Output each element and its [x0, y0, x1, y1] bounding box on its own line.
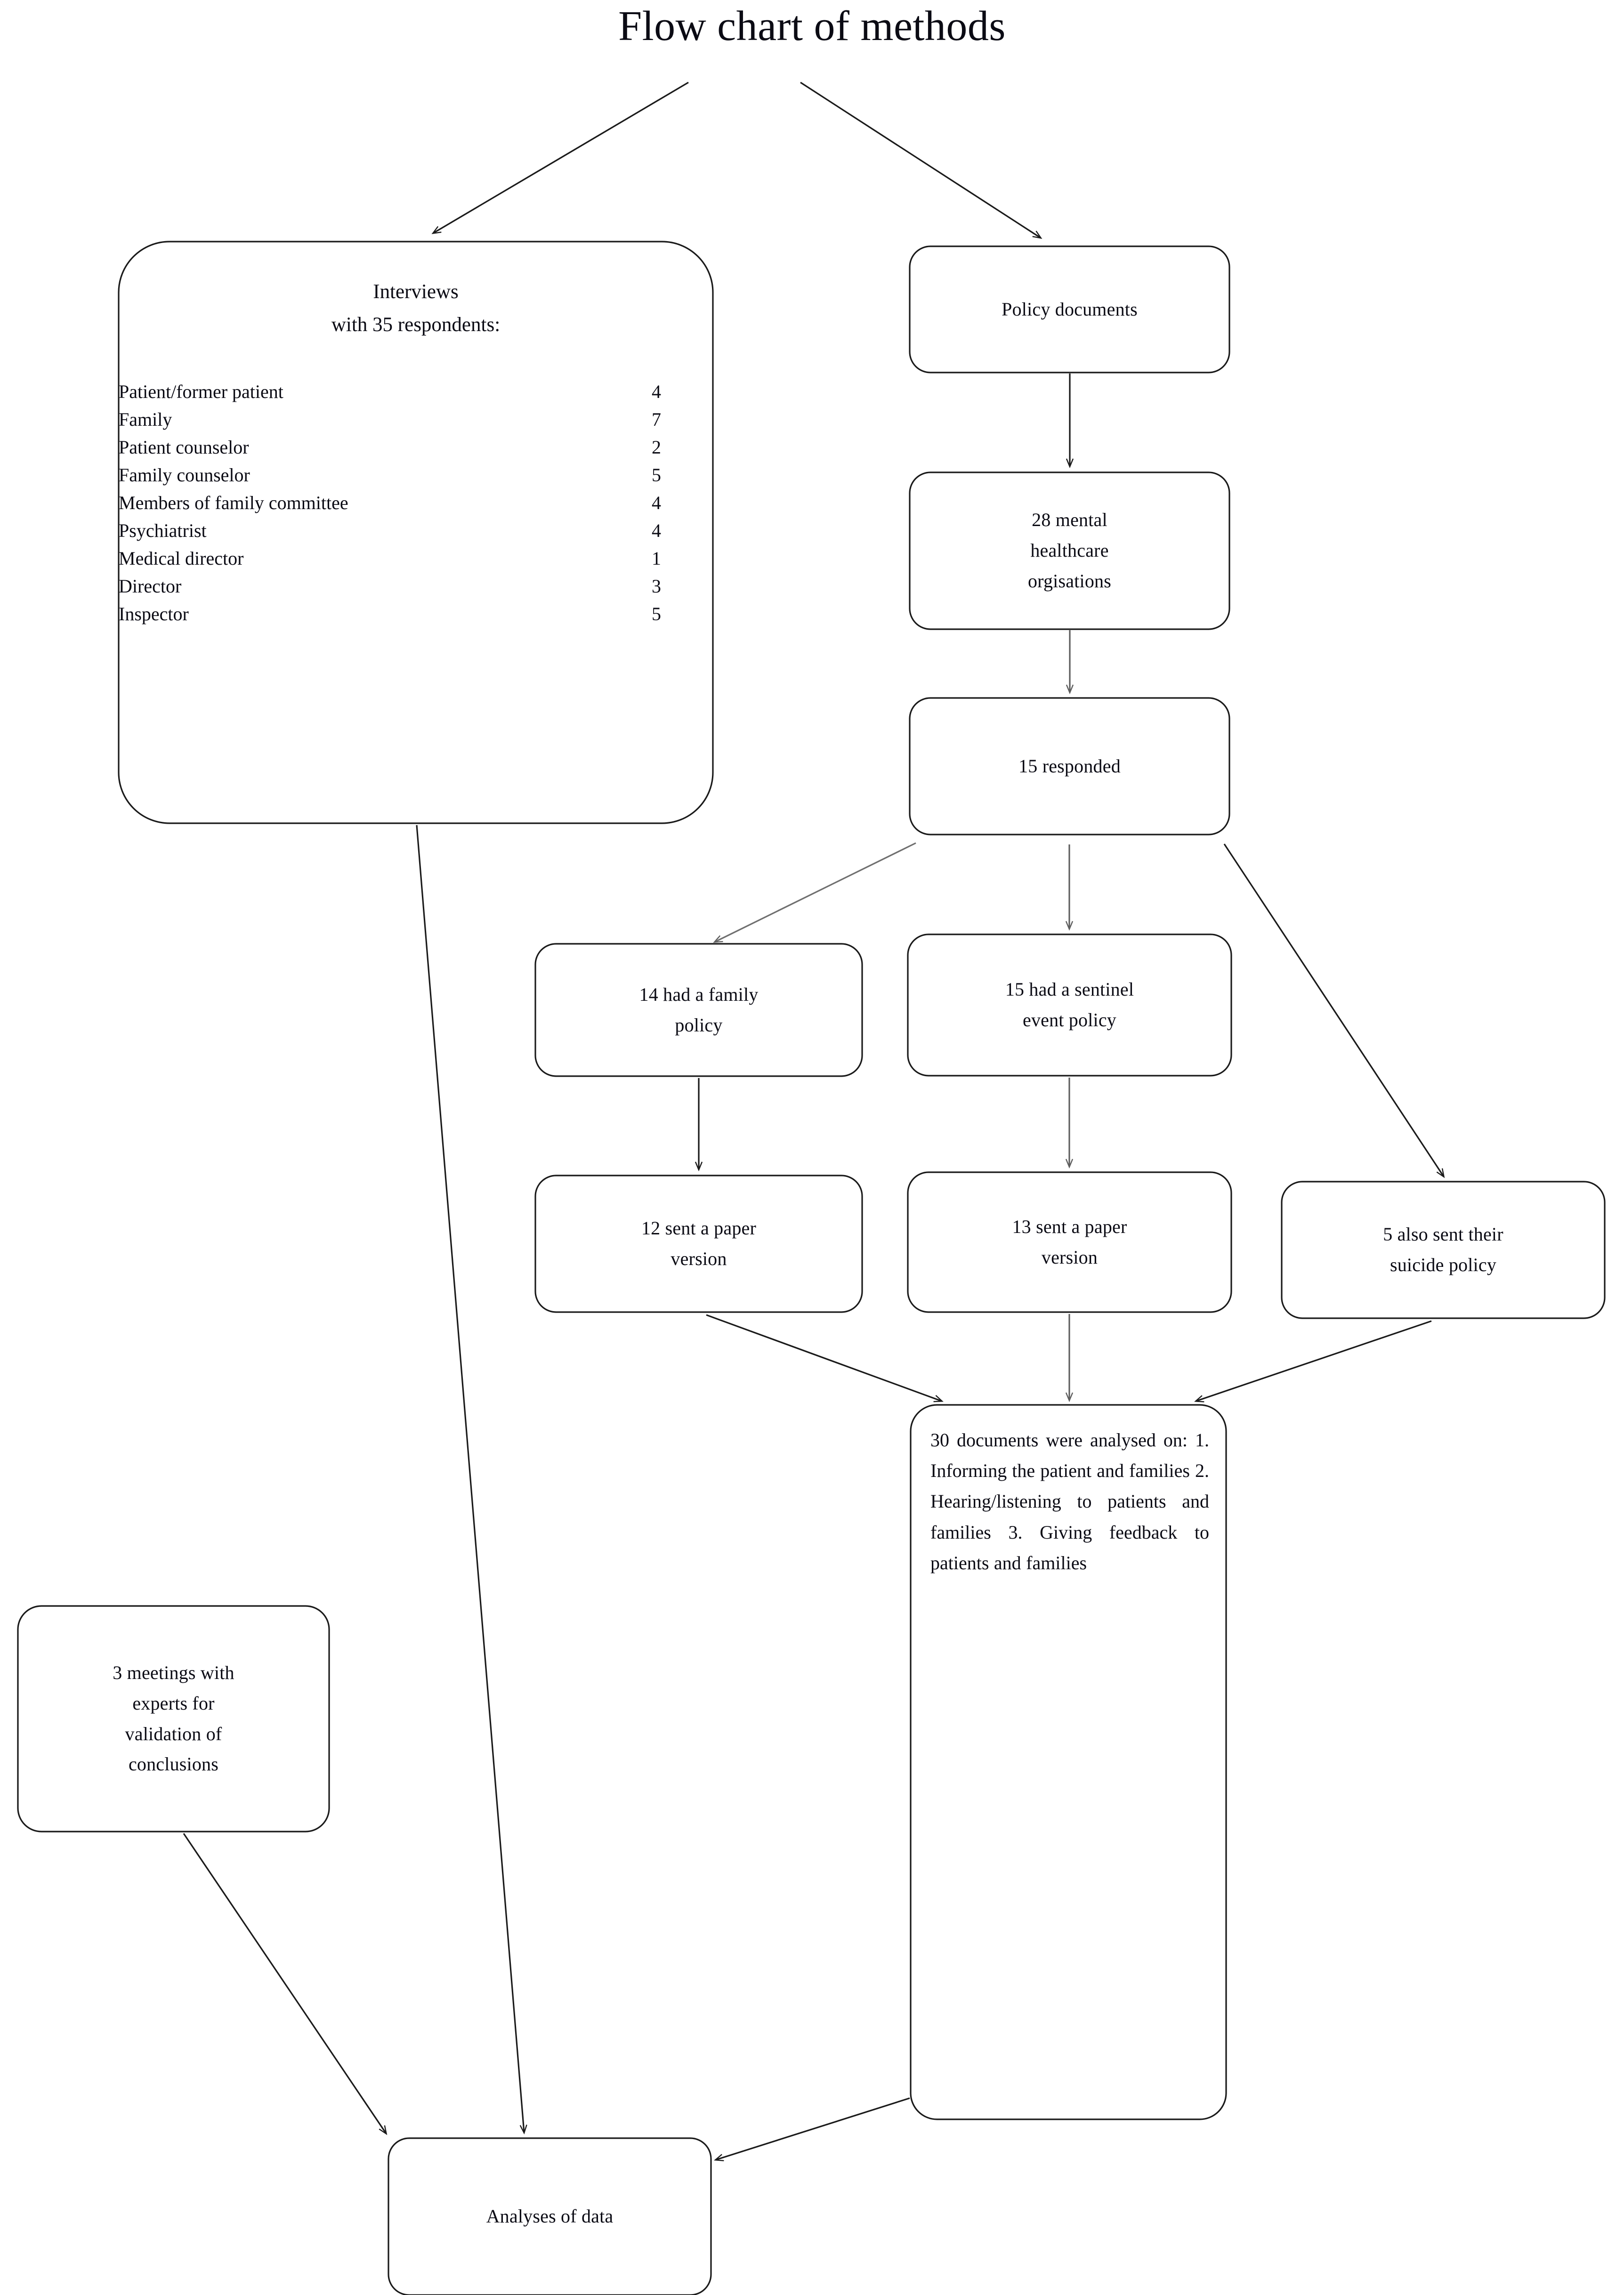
node-interviews[interactable]: Interviews with 35 respondents: Patient/…	[119, 242, 713, 823]
interviews-row-count: 3	[652, 575, 661, 597]
interviews-row-count: 5	[652, 603, 661, 624]
interviews-row-label: Medical director	[119, 547, 244, 569]
node-sentinel-event-policy[interactable]: 15 had a sentinel event policy	[908, 934, 1231, 1076]
edge-title-policy	[800, 81, 1041, 238]
box-policy-docs	[909, 245, 1230, 373]
interviews-row-count: 4	[652, 381, 661, 402]
interviews-table: Patient/former patient 4 Family 7 Patien…	[119, 378, 713, 628]
box-organisations	[909, 471, 1230, 630]
table-row: Medical director 1	[119, 544, 713, 572]
interviews-row-count: 1	[652, 547, 661, 569]
interviews-row-label: Patient counselor	[119, 436, 249, 458]
edge-responded-family	[715, 842, 916, 942]
table-row: Psychiatrist 4	[119, 517, 713, 544]
node-paper-version-12-label: 12 sent a paper version	[641, 1217, 756, 1269]
node-documents-analysed[interactable]: 30 documents were analysed on: 1. Inform…	[911, 1405, 1226, 2119]
node-family-policy-label: 14 had a family policy	[639, 983, 759, 1036]
edge-documents-analyses	[716, 2097, 910, 2160]
node-paper-version-13-label: 13 sent a paper version	[1012, 1216, 1127, 1268]
interviews-row-label: Family	[119, 408, 172, 430]
interviews-row-label: Inspector	[119, 603, 189, 624]
node-organisations-label: 28 mental healthcare orgisations	[1027, 509, 1112, 592]
interviews-row-label: Psychiatrist	[119, 519, 207, 541]
edge-suicide-documents	[1196, 1320, 1432, 1401]
interviews-row-count: 4	[652, 492, 661, 513]
interviews-row-count: 4	[652, 519, 661, 541]
box-sentinel	[907, 933, 1232, 1077]
table-row: Patient/former patient 4	[119, 378, 713, 405]
table-row: Family 7	[119, 405, 713, 433]
node-paper-version-13[interactable]: 13 sent a paper version	[908, 1172, 1231, 1312]
node-analyses-of-data-label: Analyses of data	[486, 2206, 614, 2227]
table-row: Patient counselor 2	[119, 433, 713, 461]
node-suicide-policy[interactable]: 5 also sent their suicide policy	[1282, 1182, 1605, 1318]
node-policy-documents-label: Policy documents	[1002, 298, 1138, 320]
box-interviews	[118, 241, 714, 824]
node-expert-meetings-label: 3 meetings with experts for validation o…	[113, 1662, 234, 1775]
node-organisations[interactable]: 28 mental healthcare orgisations	[910, 472, 1229, 629]
node-suicide-policy-label: 5 also sent their suicide policy	[1383, 1224, 1503, 1275]
box-paper13	[907, 1171, 1232, 1313]
box-suicide	[1281, 1181, 1606, 1319]
table-row: Inspector 5	[119, 600, 713, 628]
node-family-policy[interactable]: 14 had a family policy	[535, 944, 862, 1076]
table-row: Members of family committee 4	[119, 489, 713, 517]
box-family-policy	[534, 943, 863, 1077]
interviews-heading: Interviews with 35 respondents:	[119, 276, 713, 341]
node-policy-documents[interactable]: Policy documents	[910, 246, 1229, 373]
interviews-row-count: 5	[652, 464, 661, 486]
interviews-row-count: 7	[652, 408, 661, 430]
box-meetings	[17, 1605, 330, 1833]
interviews-table-body: Patient/former patient 4 Family 7 Patien…	[119, 378, 713, 628]
box-responded	[909, 697, 1230, 835]
interviews-heading-line2: with 35 respondents:	[331, 313, 501, 336]
node-analyses-of-data[interactable]: Analyses of data	[388, 2138, 711, 2295]
node-sentinel-event-policy-label: 15 had a sentinel event policy	[1005, 979, 1134, 1030]
interviews-row-label: Patient/former patient	[119, 381, 283, 402]
interviews-row-label: Family counselor	[119, 464, 250, 486]
box-documents	[910, 1404, 1227, 2120]
edge-interviews-analyses	[416, 825, 524, 2133]
interviews-row-label: Director	[119, 575, 182, 597]
edge-paper12-documents	[706, 1314, 942, 1401]
box-analyses	[388, 2137, 712, 2295]
interviews-heading-line1: Interviews	[373, 281, 459, 303]
node-paper-version-12[interactable]: 12 sent a paper version	[535, 1176, 862, 1312]
table-row: Family counselor 5	[119, 461, 713, 489]
edge-responded-suicide	[1223, 843, 1444, 1176]
node-responded[interactable]: 15 responded	[910, 698, 1229, 835]
node-responded-label: 15 responded	[1018, 755, 1121, 777]
edge-title-interviews	[433, 81, 689, 233]
edge-meetings-analyses	[183, 1833, 386, 2133]
node-expert-meetings[interactable]: 3 meetings with experts for validation o…	[18, 1606, 329, 1832]
table-row: Director 3	[119, 572, 713, 600]
box-paper12	[534, 1175, 863, 1313]
interviews-row-label: Members of family committee	[119, 492, 348, 513]
interviews-row-count: 2	[652, 436, 661, 458]
node-documents-analysed-label: 30 documents were analysed on: 1. Inform…	[930, 1429, 1214, 1573]
